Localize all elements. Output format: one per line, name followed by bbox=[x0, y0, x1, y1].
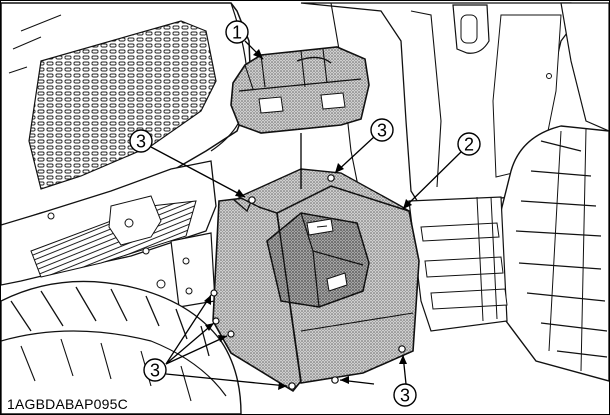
bolt-bottom-2 bbox=[331, 376, 339, 384]
bolt-top-left bbox=[248, 196, 256, 204]
svg-text:3: 3 bbox=[136, 132, 146, 152]
svg-text:3: 3 bbox=[377, 121, 387, 141]
svg-text:1: 1 bbox=[232, 23, 242, 43]
bolt-left-3 bbox=[227, 330, 235, 338]
bolt-top-right bbox=[327, 174, 335, 182]
bolt-bottom-1 bbox=[288, 382, 296, 390]
callout-1: 1 bbox=[225, 20, 249, 44]
callout-3-bottom-right: 3 bbox=[393, 383, 417, 407]
bolt-left-1 bbox=[210, 289, 218, 297]
bolts bbox=[210, 174, 406, 390]
tool-box bbox=[230, 46, 370, 134]
cabin-steps bbox=[408, 196, 508, 332]
battery-cover bbox=[212, 168, 420, 393]
svg-text:2: 2 bbox=[464, 135, 474, 155]
callout-3-bottom-left: 3 bbox=[143, 358, 167, 382]
front-tire bbox=[1, 280, 242, 414]
bolt-left-2 bbox=[212, 317, 220, 325]
callout-3-top-right: 3 bbox=[370, 118, 394, 142]
rear-tire bbox=[495, 125, 609, 382]
cabin bbox=[300, 2, 609, 208]
svg-text:3: 3 bbox=[400, 386, 410, 406]
figure-code: 1AGBDABAP095C bbox=[5, 396, 130, 412]
lower-frame bbox=[1, 160, 217, 308]
svg-text:3: 3 bbox=[150, 361, 160, 381]
arrow-heads bbox=[204, 49, 412, 390]
callout-3-top-left: 3 bbox=[129, 129, 153, 153]
bolt-bottom-right bbox=[398, 345, 406, 353]
callout-2: 2 bbox=[457, 132, 481, 156]
